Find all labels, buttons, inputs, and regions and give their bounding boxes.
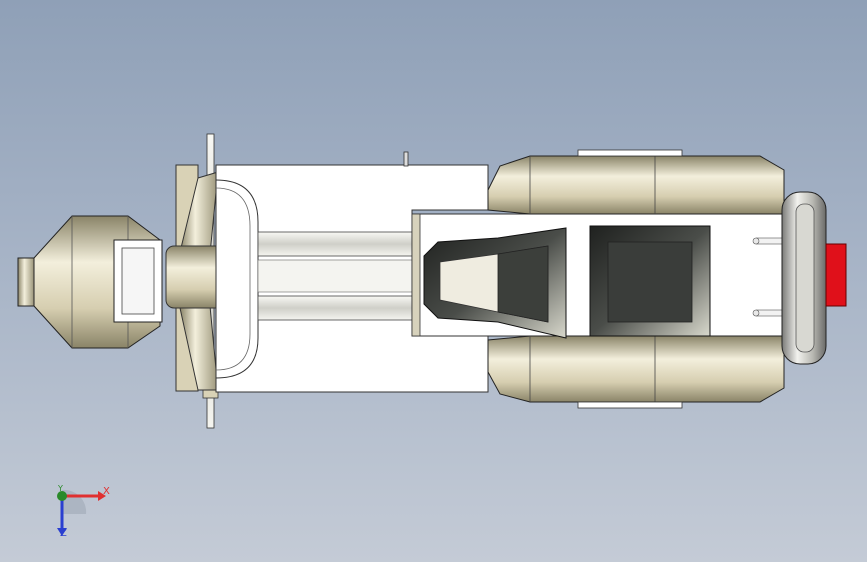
drive-rods[interactable] [257,231,415,321]
rear-seat[interactable] [589,225,711,337]
front-seat-funnel[interactable] [423,227,567,339]
orientation-triad[interactable] [40,480,120,550]
axis-z-label: Z [60,528,67,539]
x-axis-arrowhead [98,491,106,501]
tail-light[interactable] [825,243,847,307]
y-axis-dot [57,491,67,501]
front-dome[interactable] [17,215,163,349]
lower-fender[interactable] [487,335,785,409]
z-axis-arrowhead [57,528,67,536]
axis-y-label: Y [58,484,63,493]
axis-x-label: X [103,486,110,497]
rear-wheel[interactable] [781,191,827,365]
upper-fender[interactable] [487,149,785,215]
